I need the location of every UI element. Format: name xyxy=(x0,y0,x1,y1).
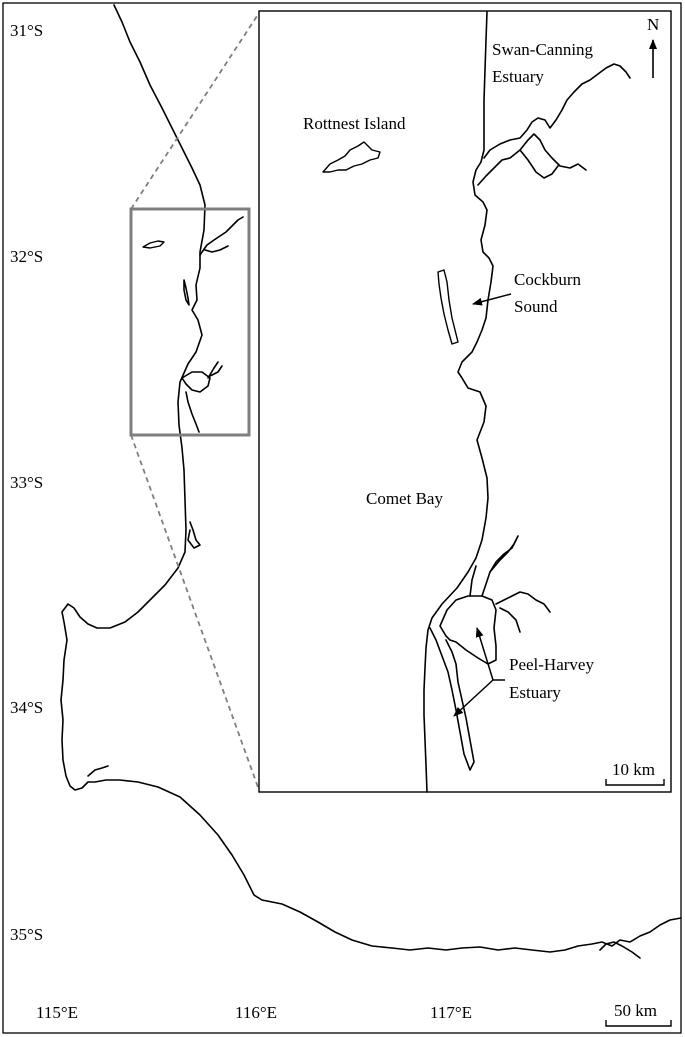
inset-connector-bottom xyxy=(130,434,260,791)
arrow-cockburn-sound xyxy=(472,293,512,306)
lat-label-31: 31°S xyxy=(10,21,43,40)
scale-bar-main xyxy=(605,1020,672,1027)
lon-label-115: 115°E xyxy=(36,1003,78,1022)
label-cockburn-1: Cockburn xyxy=(514,270,582,289)
lat-label-32: 32°S xyxy=(10,247,43,266)
inset-coastline xyxy=(423,11,494,793)
main-rottnest-island xyxy=(142,240,165,249)
inset-connector-top xyxy=(130,12,260,210)
inset-extent-box xyxy=(129,207,251,437)
label-swan-canning-1: Swan-Canning xyxy=(492,40,594,59)
lat-label-35: 35°S xyxy=(10,925,43,944)
inset-harvey-estuary xyxy=(429,627,475,771)
label-peel-harvey-2: Estuary xyxy=(509,683,561,702)
inset-swan-canning-estuary xyxy=(483,63,631,159)
inset-peel-inlet xyxy=(439,595,497,665)
lat-label-34: 34°S xyxy=(10,698,43,717)
scale-bar-inset xyxy=(605,779,665,786)
label-rottnest-island: Rottnest Island xyxy=(303,114,406,133)
main-south-coast-inlets xyxy=(599,941,641,959)
inset-serpentine-river xyxy=(489,535,519,573)
label-swan-canning-2: Estuary xyxy=(492,67,544,86)
scale-bar-inset-label: 10 km xyxy=(612,760,655,779)
inset-panel xyxy=(258,10,672,793)
inset-canning-river xyxy=(519,149,559,179)
lat-label-33: 33°S xyxy=(10,473,43,492)
inset-swan-canning-lower xyxy=(477,133,587,186)
lon-label-116: 116°E xyxy=(235,1003,277,1022)
label-comet-bay: Comet Bay xyxy=(366,489,443,508)
arrow-peel-inlet xyxy=(475,627,494,681)
inset-garden-island xyxy=(437,269,459,345)
main-peel-harvey xyxy=(181,371,211,433)
main-swan-river-branch xyxy=(204,245,229,253)
label-cockburn-2: Sound xyxy=(514,297,558,316)
north-arrow-label: N xyxy=(647,15,659,34)
main-coastline xyxy=(60,4,682,953)
main-leschenault xyxy=(187,521,201,549)
scale-bar-main-label: 50 km xyxy=(614,1001,657,1020)
main-peel-harvey-rivers xyxy=(207,361,223,379)
lon-label-117: 117°E xyxy=(430,1003,472,1022)
main-cape-leeuwin-river xyxy=(87,765,109,777)
inset-peel-rivers xyxy=(469,539,551,633)
main-swan-river xyxy=(199,216,244,256)
arrow-harvey-estuary xyxy=(453,679,494,717)
label-peel-harvey-1: Peel-Harvey xyxy=(509,655,594,674)
inset-rottnest-island xyxy=(322,141,381,173)
main-garden-island xyxy=(183,279,190,306)
